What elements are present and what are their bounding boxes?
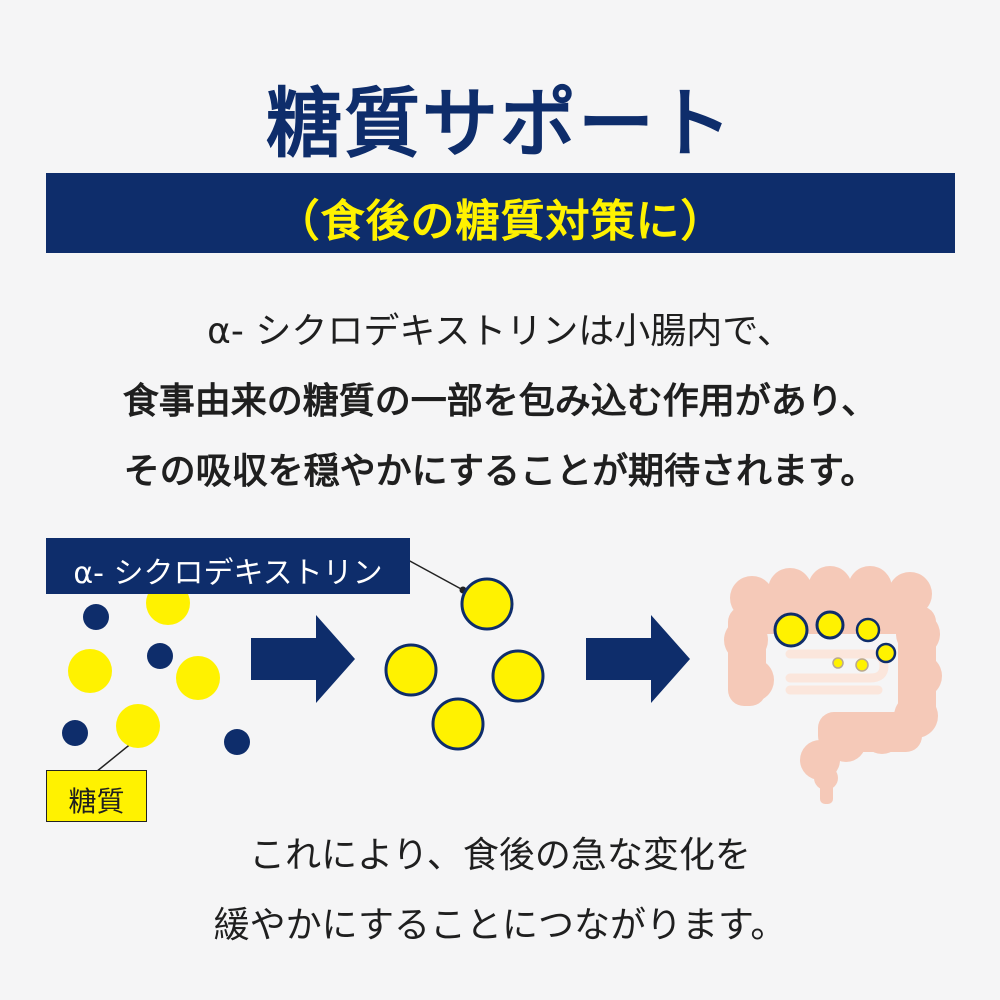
sugar-particle	[116, 704, 160, 748]
complex-particle-in-intestine	[773, 612, 809, 648]
alpha-leader-line	[407, 559, 464, 591]
description-line-1: α- シクロデキストリンは小腸内で、	[207, 311, 793, 352]
alpha-particle	[147, 643, 173, 669]
description-line-2: 食事由来の糖質の一部を包み込む作用があり、	[122, 381, 878, 422]
alpha-cyclodextrin-label-text: α- シクロデキストリン	[73, 556, 383, 591]
footer-line-1: これにより、食後の急な変化を	[249, 835, 751, 876]
complex-particle	[384, 643, 438, 697]
alpha-particle	[83, 604, 109, 630]
complex-particle	[491, 649, 545, 703]
alpha-cyclodextrin-label: α- シクロデキストリン	[46, 538, 410, 594]
right-arrow-icon	[586, 615, 690, 703]
complex-particle-in-intestine	[855, 617, 881, 643]
free-particles	[62, 581, 250, 755]
complex-particles	[384, 577, 545, 751]
description-line-3: その吸収を穏やかにすることが期待されます。	[123, 451, 877, 492]
alpha-particle	[62, 720, 88, 746]
right-arrow-icon	[251, 615, 355, 703]
fading-particle	[832, 657, 844, 669]
sugar-particle	[176, 656, 220, 700]
complex-particle-in-intestine	[815, 610, 845, 640]
fading-particle	[855, 658, 869, 672]
subtitle-banner-text: （食後の糖質対策に）	[275, 196, 726, 247]
page-title: 糖質サポート	[266, 79, 734, 168]
alpha-particle	[224, 729, 250, 755]
subtitle-banner: （食後の糖質対策に）	[46, 173, 955, 253]
intestine-icon	[724, 566, 942, 804]
complex-particle	[460, 577, 514, 631]
sugar-label-text: 糖質	[68, 785, 125, 818]
sugar-label: 糖質	[46, 770, 147, 822]
footer-line-2: 緩やかにすることにつながります。	[213, 905, 787, 946]
complex-particle	[431, 697, 485, 751]
sugar-particle	[68, 649, 112, 693]
complex-particle-in-intestine	[875, 642, 897, 664]
